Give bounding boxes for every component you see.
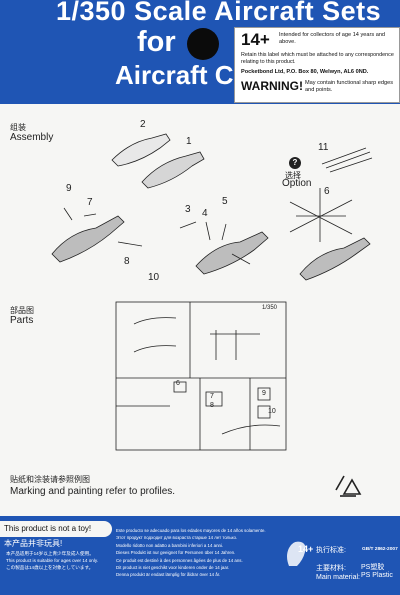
not-a-toy-banner: This product is not a toy! [0,521,112,537]
assembly-label: Assembly [10,132,54,143]
child-age-icon [287,541,306,566]
marking-label: Marking and painting refer to profiles. [10,486,176,497]
age-rating-text: Intended for collectors of age 14 years … [279,32,386,45]
recycle-icon [335,475,362,497]
option-label: Option [282,178,312,189]
assembly-label-cn: 组装 [10,123,26,132]
instruction-artwork [51,133,373,497]
multilingual-line: Dit product is niet geschikt voor kinder… [116,565,230,571]
material-label-cn: 主要材料: [316,565,346,572]
material-label: Main material: [316,574,360,581]
helicopter-assembly-2-drawing [51,207,143,263]
material-value-cn: PS塑胶 [361,564,385,571]
callout-8: 8 [124,256,130,267]
callout-9: 9 [66,183,72,194]
callout-7: 7 [87,197,93,208]
standard-label: 执行标准: [316,547,346,554]
age-badge: 14+ [298,544,314,554]
sprue-number-7: 7 [210,393,214,400]
multilingual-line: Dieses Produkt ist nur geeignet für Pers… [116,550,236,556]
age-rating: 14+ [241,30,270,49]
age-warning-line: この製品は14歳以上を対象としています。 [6,565,94,570]
title-line-3: Aircraft Ca [115,60,248,90]
age-warning-line: 本产品适用于14岁以上青少年及成人使用。 [6,551,94,556]
multilingual-line: Ce produit est destiné à des personnes â… [116,557,243,563]
parts-label-cn: 部品图 [10,306,34,315]
callout-6: 6 [324,186,330,197]
age-warning-list: 本产品适用于14岁以上青少年及成人使用。 This product is sui… [6,550,98,571]
option-label-cn: 选择 [285,171,301,180]
marking-label-cn: 贴纸和涂装请参照例图 [10,475,90,484]
parts-label: Parts [10,315,34,326]
helicopter-half-right-drawing [141,151,205,189]
callout-11: 11 [318,142,329,153]
hang-hole [187,28,219,60]
not-a-toy-cn: 本产品并非玩具! [4,539,63,548]
helicopter-assembly-3-drawing [179,221,269,275]
helicopter-half-left-drawing [111,133,171,167]
warning-heading: WARNING! [241,79,303,93]
standard-code: GB/T 2862-2007 [362,547,398,552]
option-icon: ? [289,157,301,169]
sprue-number-9: 9 [262,390,266,397]
title-line-1: 1/350 Scale Aircraft Sets [56,0,382,26]
helicopter-option-drawing [289,147,373,281]
callout-3: 3 [185,204,191,215]
multilingual-warning-list: Este producto se adecuado para los edade… [116,527,266,579]
company-address: Pocketbond Ltd, P.O. Box 80, Welwyn, AL6… [241,69,369,75]
warning-text: May contain functional sharp edges and p… [305,80,394,93]
sprue-frame-drawing [115,301,287,451]
callout-2: 2 [140,119,146,130]
material-value: PS Plastic [361,572,393,579]
sprue-number-8: 8 [210,402,214,409]
retain-text: Retain this label which must be attached… [241,52,394,65]
multilingual-line: Este producto se adecuado para los edade… [116,528,266,533]
scale-tag: 1/350 [262,305,278,311]
header: 1/350 Scale Aircraft Sets for Aircraft C… [0,0,400,105]
title-line-2: for [137,26,176,58]
callout-10: 10 [148,272,160,283]
callout-5: 5 [222,196,228,207]
multilingual-line: Denna produkt är endast lämplig för åldr… [116,572,221,578]
age-warning-line: This product is suitable for ages over 1… [6,558,99,563]
callout-4: 4 [202,208,208,219]
warning-label: 14+ Intended for collectors of age 14 ye… [234,27,400,103]
callout-1: 1 [186,136,192,147]
multilingual-line: Этот продукт подходит для возраста старш… [116,535,238,541]
sprue-number-6: 6 [176,380,180,387]
multilingual-line: Modello ridotto non adatto a bambini inf… [116,542,224,548]
sprue-number-10: 10 [268,408,276,415]
